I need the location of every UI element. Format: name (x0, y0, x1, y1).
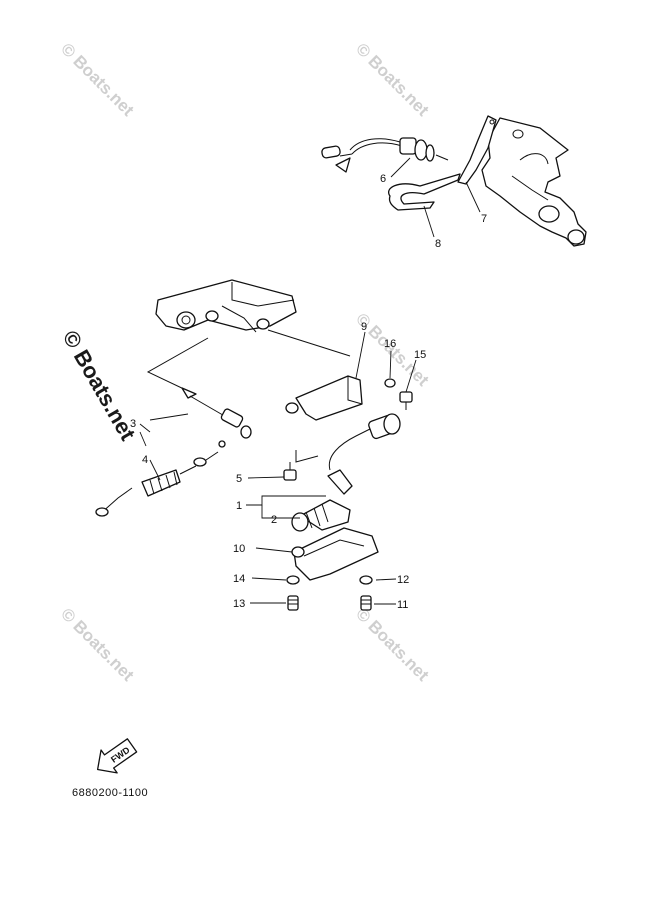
diagram-code: 6880200-1100 (72, 787, 148, 799)
shift-cable (181, 387, 252, 439)
lower-unit-housing (155, 279, 297, 333)
switch-tray (291, 527, 379, 581)
callout-4: 4 (142, 454, 148, 466)
callout-11: 11 (397, 599, 408, 611)
cable-connector (399, 137, 449, 162)
screw-13 (287, 595, 299, 611)
leader-lines (139, 157, 481, 605)
cable-clip (388, 173, 461, 211)
screw-15 (399, 391, 413, 410)
watermark-bottom-right: © Boats.net (352, 604, 433, 685)
callout-3: 3 (130, 418, 136, 430)
callouts: 6 7 8 9 16 15 3 4 5 1 2 10 14 12 13 11 (130, 173, 487, 611)
callout-12: 12 (397, 574, 409, 586)
sensor-cover (285, 375, 363, 421)
watermark-top-right: © Boats.net (352, 39, 433, 120)
callout-14: 14 (233, 573, 245, 585)
screw-5 (283, 462, 297, 481)
bracket-plate (457, 115, 497, 185)
fwd-direction-badge: FWD (96, 738, 138, 774)
callout-10: 10 (233, 543, 245, 555)
callout-9: 9 (361, 321, 367, 333)
callout-13: 13 (233, 598, 245, 610)
reference-lines (146, 329, 351, 391)
washer-16 (384, 378, 396, 388)
top-assembly (321, 115, 587, 247)
callout-16: 16 (384, 338, 396, 350)
callout-5: 5 (236, 473, 242, 485)
watermark-top-left: © Boats.net (57, 39, 138, 120)
callout-8: 8 (435, 238, 441, 250)
washer-12 (359, 575, 373, 585)
washer-14 (286, 575, 300, 585)
callout-15: 15 (414, 349, 426, 361)
callout-6: 6 (380, 173, 386, 185)
callout-7: 7 (481, 213, 487, 225)
watermark-group: © Boats.net © Boats.net © Boats.net © Bo… (57, 39, 433, 685)
watermark-bold-left: © Boats.net (58, 326, 141, 445)
watermark-bottom-left: © Boats.net (57, 604, 138, 685)
switch-harness (291, 413, 401, 532)
steering-bracket (481, 117, 587, 247)
callout-2: 2 (271, 514, 277, 526)
callout-1: 1 (236, 500, 242, 512)
throttle-cable-spring (95, 440, 226, 517)
screw-11 (360, 595, 372, 611)
